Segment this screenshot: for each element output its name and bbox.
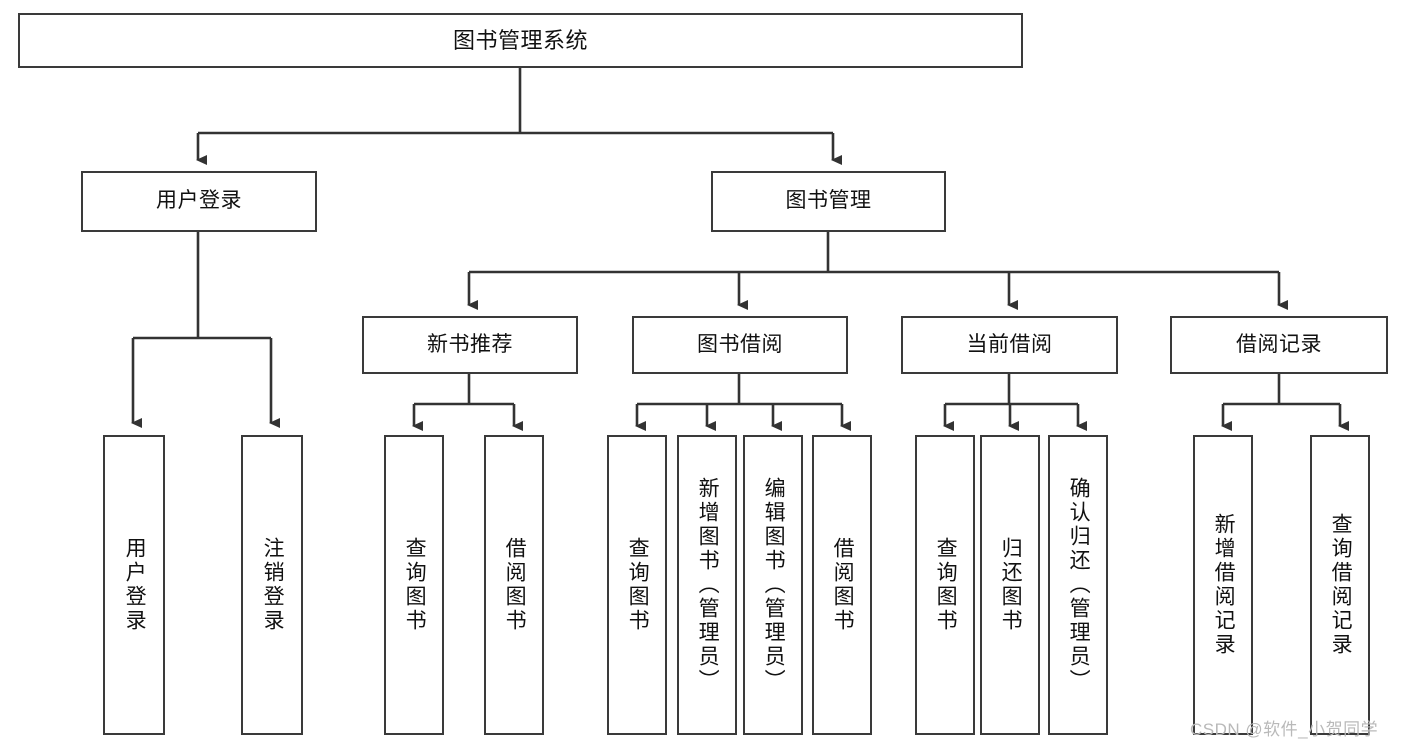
node-leaf-borrow-book-2[interactable]: 借阅图书 <box>812 435 872 735</box>
node-leaf-query-book-1[interactable]: 查询图书 <box>384 435 444 735</box>
node-label: 确认归还（管理员） <box>1067 477 1091 693</box>
node-label: 新书推荐 <box>427 332 513 356</box>
node-leaf-query-book-2[interactable]: 查询图书 <box>607 435 667 735</box>
node-leaf-query-record[interactable]: 查询借阅记录 <box>1310 435 1370 735</box>
node-label: 图书管理系统 <box>452 27 588 53</box>
node-label: 查询借阅记录 <box>1329 513 1353 657</box>
node-new-book-recommend[interactable]: 新书推荐 <box>362 316 578 374</box>
watermark-csdn: CSDN @软件_小贺同学 <box>1190 720 1379 739</box>
node-leaf-borrow-book-1[interactable]: 借阅图书 <box>484 435 544 735</box>
node-label: 借阅图书 <box>831 537 855 633</box>
node-label: 注销登录 <box>261 537 285 633</box>
node-label: 查询图书 <box>626 537 650 633</box>
node-label: 新增图书（管理员） <box>696 477 720 693</box>
node-borrow-record[interactable]: 借阅记录 <box>1170 316 1388 374</box>
node-current-borrow[interactable]: 当前借阅 <box>901 316 1118 374</box>
node-label: 归还图书 <box>999 537 1023 633</box>
node-leaf-add-book[interactable]: 新增图书（管理员） <box>677 435 737 735</box>
node-label: 编辑图书（管理员） <box>762 477 786 693</box>
node-leaf-edit-book[interactable]: 编辑图书（管理员） <box>743 435 803 735</box>
node-label: 查询图书 <box>934 537 958 633</box>
node-leaf-confirm-return[interactable]: 确认归还（管理员） <box>1048 435 1108 735</box>
node-label: 查询图书 <box>403 537 427 633</box>
node-label: 用户登录 <box>123 537 147 633</box>
node-label: 图书管理 <box>785 189 872 213</box>
node-user-login[interactable]: 用户登录 <box>81 171 317 232</box>
node-leaf-query-book-3[interactable]: 查询图书 <box>915 435 975 735</box>
node-label: 新增借阅记录 <box>1212 513 1236 657</box>
node-label: 图书借阅 <box>697 332 783 356</box>
node-leaf-add-record[interactable]: 新增借阅记录 <box>1193 435 1253 735</box>
node-label: 借阅记录 <box>1236 332 1322 356</box>
node-book-management[interactable]: 图书管理 <box>711 171 946 232</box>
node-label: 借阅图书 <box>503 537 527 633</box>
node-label: 当前借阅 <box>966 332 1053 356</box>
node-book-borrow[interactable]: 图书借阅 <box>632 316 848 374</box>
node-leaf-logout-login[interactable]: 注销登录 <box>241 435 303 735</box>
node-leaf-return-book[interactable]: 归还图书 <box>980 435 1040 735</box>
node-label: 用户登录 <box>156 189 242 213</box>
node-root-book-management-system[interactable]: 图书管理系统 <box>18 13 1023 68</box>
node-leaf-user-login[interactable]: 用户登录 <box>103 435 165 735</box>
